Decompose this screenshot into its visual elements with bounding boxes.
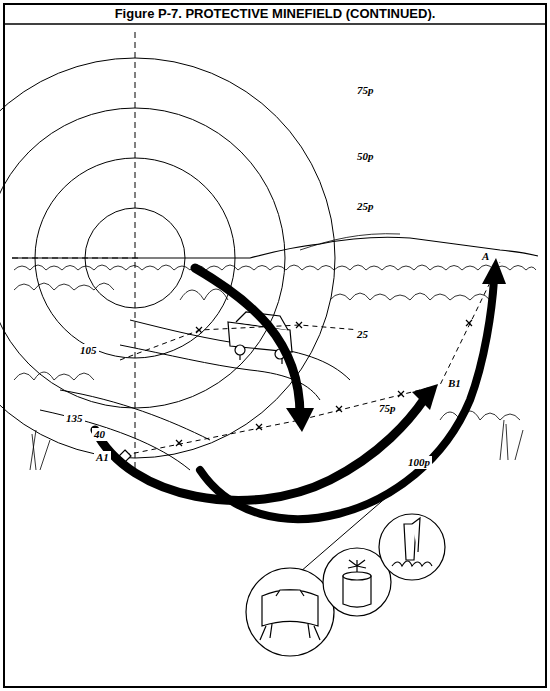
figure-title: Figure P-7. PROTECTIVE MINEFIELD (CONTIN… [115,6,436,21]
range-label: 25p [355,200,376,213]
range-label: 75p [355,84,376,97]
range-label: 105 [78,344,99,357]
range-label: 135 [64,412,85,425]
range-label: 25 [355,328,370,341]
range-label: 50p [355,150,376,163]
range-label: 40 [92,428,107,441]
range-label: 75p [377,402,398,415]
range-label: B1 [446,377,463,390]
range-label: 100p [406,456,432,469]
range-label: A [480,250,491,263]
range-label: A1 [94,451,111,464]
